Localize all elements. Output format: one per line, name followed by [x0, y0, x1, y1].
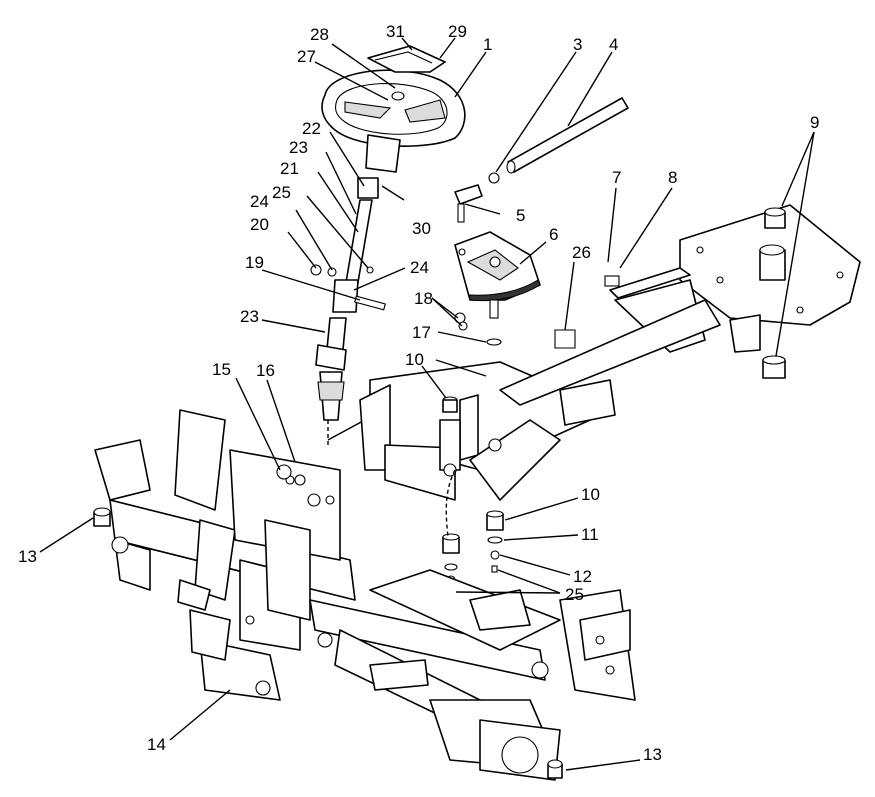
- callout-31: 31: [386, 22, 405, 41]
- callout-11: 11: [581, 525, 599, 544]
- callout-18: 18: [414, 289, 433, 308]
- callout-15: 15: [212, 360, 231, 379]
- callout-17: 17: [412, 323, 431, 342]
- spindle-parts: [442, 469, 504, 597]
- callout-24-right: 24: [410, 258, 429, 277]
- steering-column: [315, 134, 421, 445]
- callout-21: 21: [280, 159, 299, 178]
- axle-support-frame: [359, 299, 721, 501]
- callout-13-left: 13: [18, 547, 37, 566]
- callout-3: 3: [573, 35, 582, 54]
- callout-28: 28: [310, 25, 329, 44]
- callout-12: 12: [573, 567, 592, 586]
- callout-6: 6: [549, 225, 558, 244]
- callout-7: 7: [612, 168, 621, 187]
- main-frame: [94, 409, 636, 781]
- callout-8: 8: [668, 168, 677, 187]
- callout-10-upper: 10: [405, 350, 424, 369]
- frame-bolts: [93, 464, 563, 779]
- callout-13-right: 13: [643, 745, 662, 764]
- sector-gear: [454, 231, 541, 319]
- callout-23-lower: 23: [240, 307, 259, 326]
- callout-16: 16: [256, 361, 275, 380]
- callout-labels: 1 3 4 5 6 7 8 9 10 10 11 12 13 13 14 15 …: [18, 22, 819, 764]
- steering-wheel: [321, 69, 466, 147]
- callout-22: 22: [302, 119, 321, 138]
- wheel-cap: [367, 45, 446, 73]
- callout-20: 20: [250, 215, 269, 234]
- callout-23-upper: 23: [289, 138, 308, 157]
- pivot-plate: [679, 204, 861, 379]
- callout-10-lower: 10: [581, 485, 600, 504]
- callout-26: 26: [572, 243, 591, 262]
- callout-29: 29: [448, 22, 467, 41]
- callout-5: 5: [516, 206, 525, 225]
- callout-4: 4: [609, 35, 618, 54]
- callout-25-lower: 25: [565, 585, 584, 604]
- callout-1: 1: [483, 35, 492, 54]
- callout-14: 14: [147, 735, 166, 754]
- tie-rod-end: [454, 172, 500, 223]
- callout-24-left: 24: [250, 192, 269, 211]
- steering-rod: [506, 97, 629, 174]
- callout-9: 9: [810, 113, 819, 132]
- callout-30: 30: [412, 219, 431, 238]
- leader-lines: [39, 37, 815, 771]
- callout-27: 27: [297, 47, 316, 66]
- callout-19: 19: [245, 253, 264, 272]
- callout-25-upper: 25: [272, 183, 291, 202]
